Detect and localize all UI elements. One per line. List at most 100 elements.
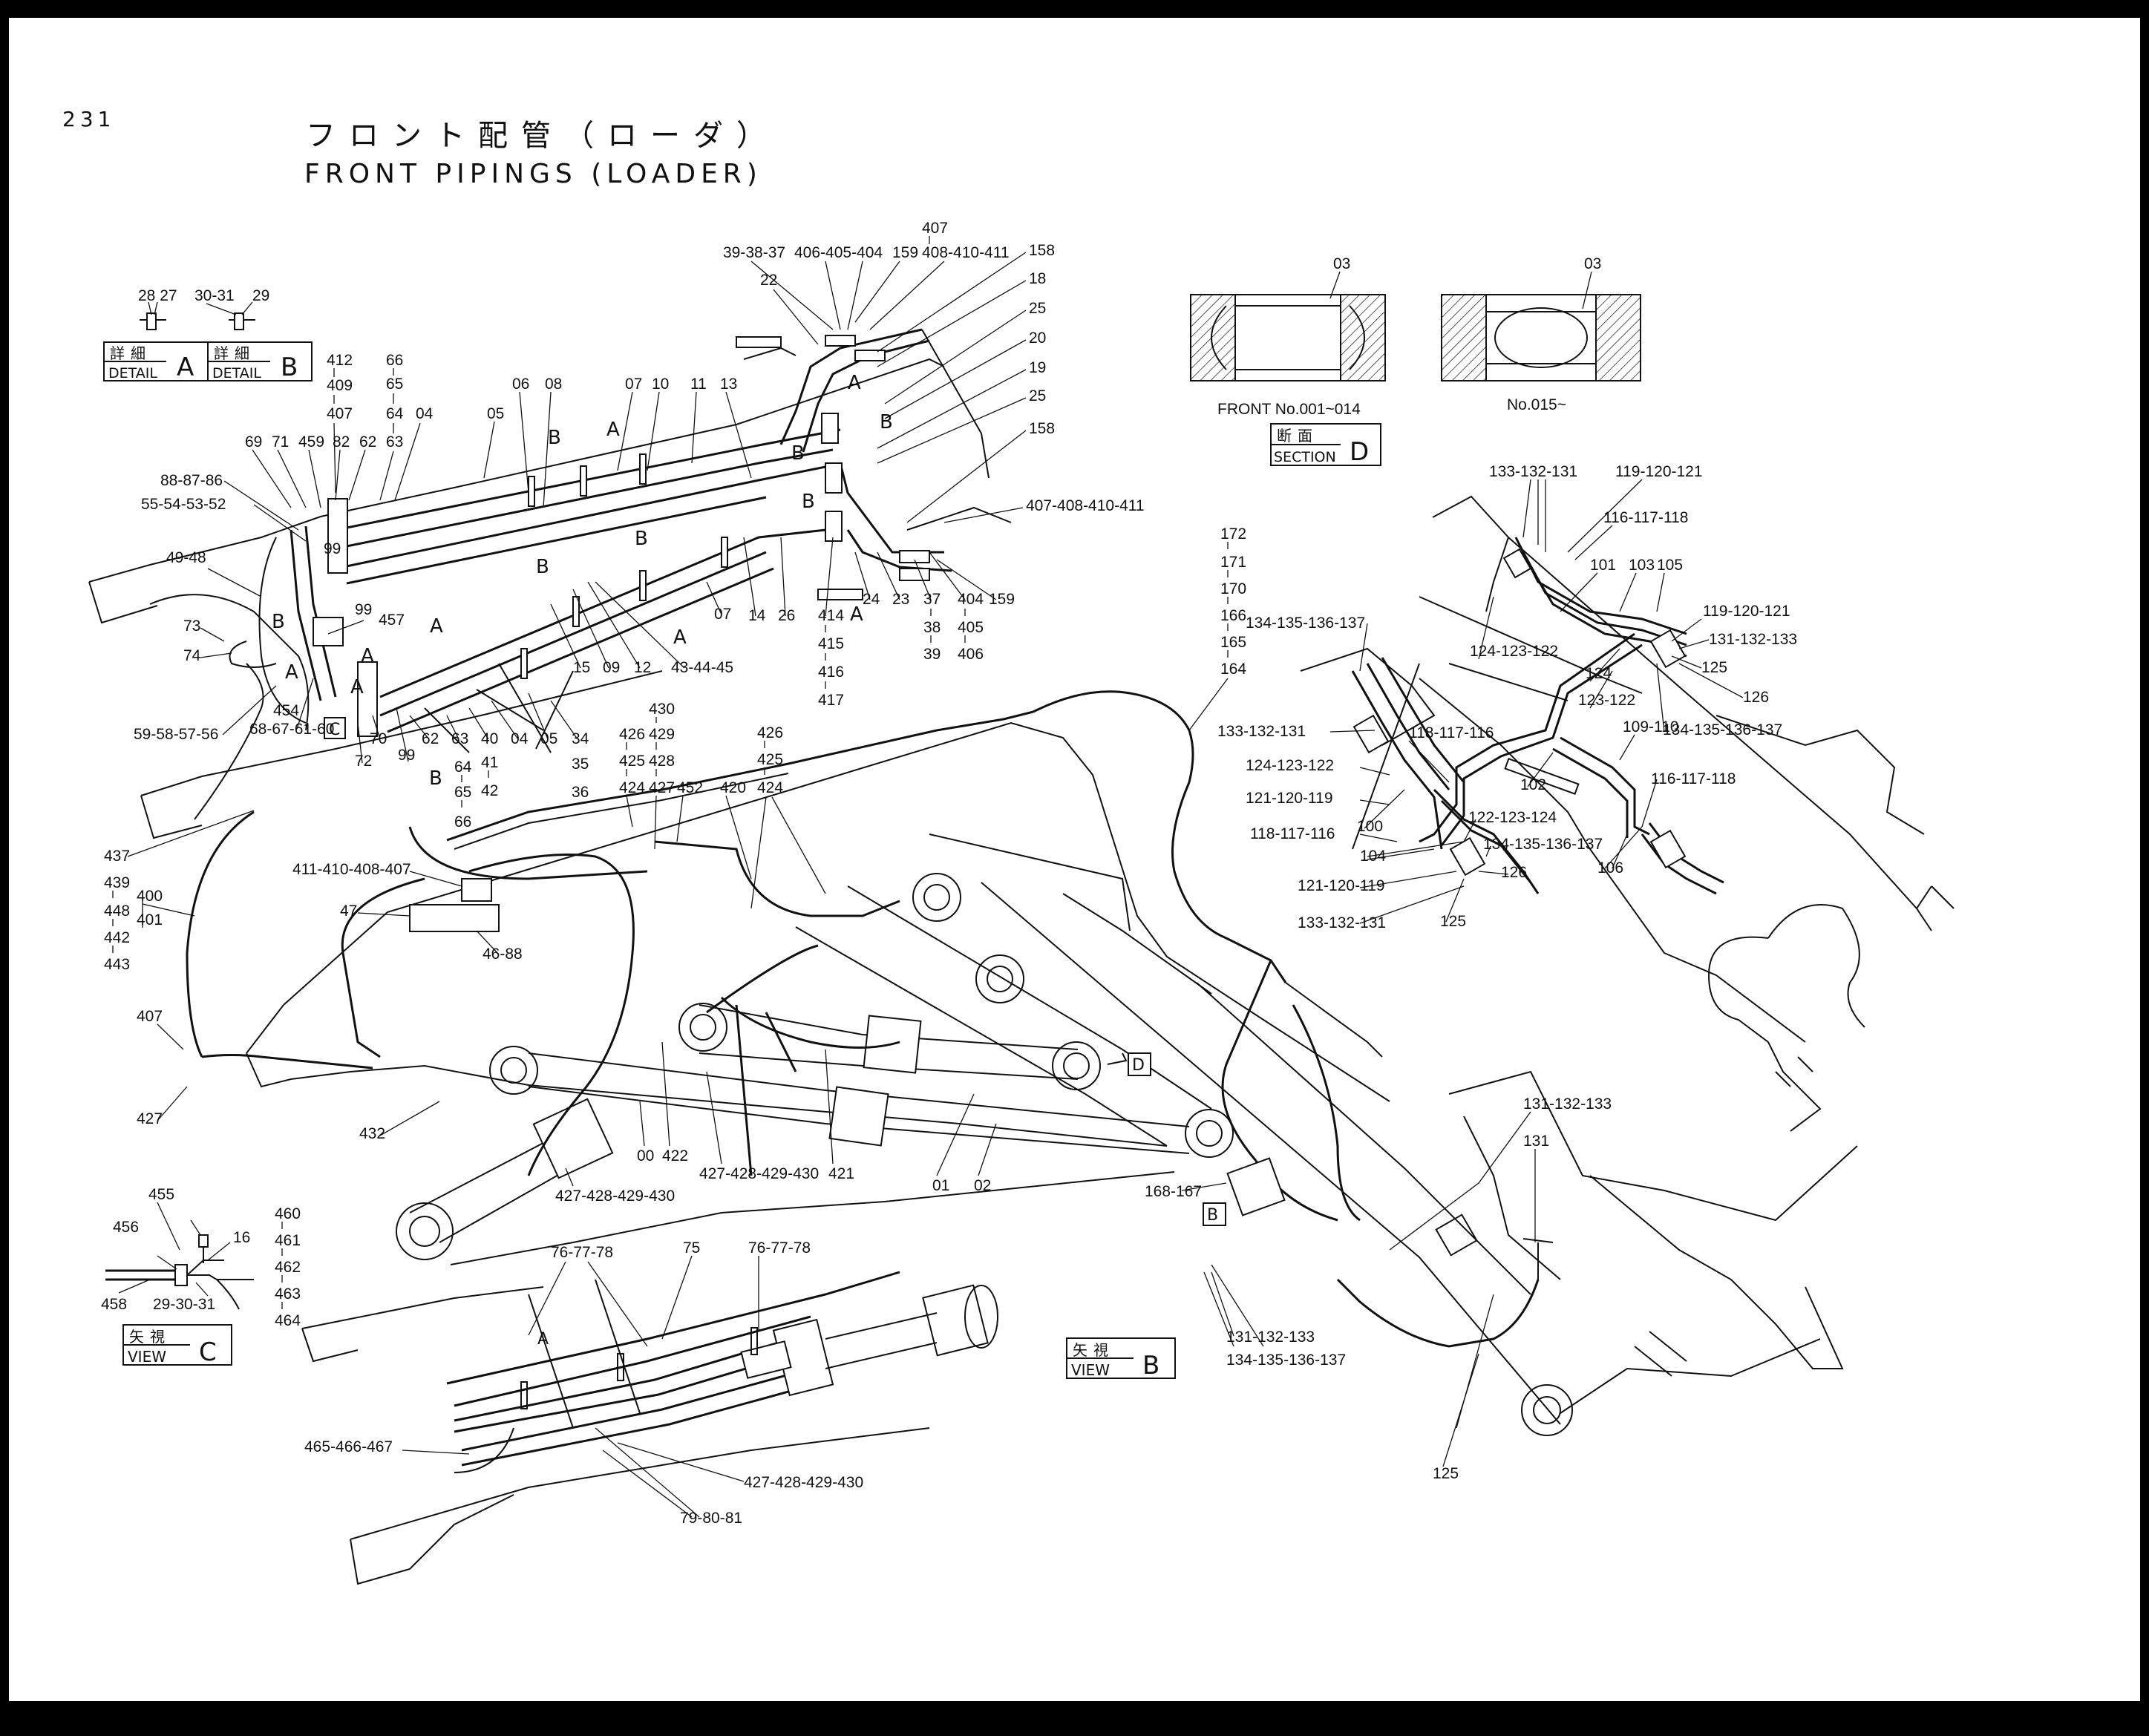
detail-a-letter: A xyxy=(177,353,194,382)
label-29-30-31: 29-30-31 xyxy=(153,1296,215,1313)
label-01: 01 xyxy=(932,1177,949,1194)
lower-arm-piping: A xyxy=(301,1171,1175,1585)
label-69: 69 xyxy=(245,433,262,451)
label-407c: 407 xyxy=(137,1008,163,1025)
detail-b-jp: 詳細 xyxy=(214,344,255,362)
label-37: 37 xyxy=(923,591,941,608)
label-448: 448 xyxy=(104,903,130,920)
label-02: 02 xyxy=(974,1177,991,1194)
label-47: 47 xyxy=(340,903,357,920)
label-126b: 126 xyxy=(1501,864,1527,881)
view-c-box: 矢視 VIEW C xyxy=(122,1324,232,1367)
caption-front-no: FRONT No.001~014 xyxy=(1217,401,1361,418)
label-400: 400 xyxy=(137,888,163,905)
label-131-132-133b: 131-132-133 xyxy=(1523,1095,1612,1113)
label-455: 455 xyxy=(148,1186,174,1203)
callout-a-1: A xyxy=(606,419,620,441)
label-74: 74 xyxy=(183,647,201,664)
view-b-jp: 矢視 xyxy=(1073,1341,1114,1359)
label-24: 24 xyxy=(863,591,880,608)
label-131-132-133c: 131-132-133 xyxy=(1709,631,1797,648)
label-25a: 25 xyxy=(1029,300,1046,317)
label-133-132-131c: 133-132-131 xyxy=(1298,914,1386,931)
label-11: 11 xyxy=(690,376,707,393)
label-41: 41 xyxy=(481,754,498,771)
title-english: FRONT PIPINGS (LOADER) xyxy=(304,159,762,189)
label-72: 72 xyxy=(355,753,372,770)
callout-d: D xyxy=(1132,1056,1145,1075)
label-425b: 425 xyxy=(757,751,783,768)
ref-03-front: 03 xyxy=(1333,255,1350,272)
section-d-box: 断面 SECTION D xyxy=(1270,423,1381,467)
label-429: 429 xyxy=(649,726,675,743)
label-414: 414 xyxy=(818,607,844,624)
label-109-110: 109-110 xyxy=(1623,718,1679,736)
label-125b: 125 xyxy=(1701,659,1727,676)
callout-a-3: A xyxy=(850,603,863,626)
label-426b: 426 xyxy=(757,724,783,741)
label-26: 26 xyxy=(778,607,795,624)
label-442: 442 xyxy=(104,929,130,946)
label-15: 15 xyxy=(573,659,590,676)
label-88-87-86: 88-87-86 xyxy=(160,472,223,489)
callout-b-8: B xyxy=(429,767,442,790)
label-427-428-429-430b: 427-428-429-430 xyxy=(555,1188,675,1205)
callout-b-6: B xyxy=(536,556,549,578)
callout-a-lower: A xyxy=(537,1330,549,1349)
piping-diagram: 231 フロント配管（ローダ） FRONT PIPINGS (LOADER) 詳… xyxy=(62,107,1955,1585)
label-64a: 64 xyxy=(386,405,404,422)
label-119-120-121b: 119-120-121 xyxy=(1703,603,1790,620)
label-100: 100 xyxy=(1357,818,1383,835)
label-35: 35 xyxy=(572,756,589,773)
label-40: 40 xyxy=(481,730,498,747)
callout-b-5: B xyxy=(635,528,648,550)
label-71: 71 xyxy=(272,433,289,451)
label-30-31: 30-31 xyxy=(194,287,235,304)
label-437: 437 xyxy=(104,848,130,865)
label-43-44-45: 43-44-45 xyxy=(671,659,733,676)
label-131-132-133a: 131-132-133 xyxy=(1226,1329,1315,1346)
label-125a: 125 xyxy=(1433,1465,1459,1482)
label-101: 101 xyxy=(1590,557,1616,574)
label-412: 412 xyxy=(327,352,353,369)
label-13: 13 xyxy=(720,376,737,393)
label-49-48: 49-48 xyxy=(166,549,206,566)
callout-a-7: A xyxy=(285,661,298,684)
label-463: 463 xyxy=(275,1285,301,1303)
label-65b: 65 xyxy=(454,784,471,801)
label-102: 102 xyxy=(1520,776,1546,793)
label-122-123-124: 122-123-124 xyxy=(1468,809,1557,826)
drawing-sheet: 231 フロント配管（ローダ） FRONT PIPINGS (LOADER) 詳… xyxy=(9,18,2140,1701)
label-42: 42 xyxy=(481,782,498,799)
label-443: 443 xyxy=(104,956,130,973)
label-29: 29 xyxy=(252,287,269,304)
label-68-67-61-60: 68-67-61-60 xyxy=(249,721,334,738)
label-118-117-116b: 118-117-116 xyxy=(1250,825,1335,842)
label-99b: 99 xyxy=(355,601,372,618)
callout-a-8: A xyxy=(350,676,364,698)
label-73: 73 xyxy=(183,618,200,635)
label-66b: 66 xyxy=(454,813,471,831)
callout-a-6: A xyxy=(361,645,374,667)
label-07b: 07 xyxy=(714,606,731,623)
label-134-135-136-137c: 134-135-136-137 xyxy=(1663,721,1782,738)
label-64b: 64 xyxy=(454,759,472,776)
label-425a: 425 xyxy=(619,753,645,770)
label-63b: 63 xyxy=(451,730,468,747)
label-459: 459 xyxy=(298,433,324,451)
label-407a: 407 xyxy=(327,405,353,422)
label-79-80-81: 79-80-81 xyxy=(680,1510,742,1527)
caption-no-015: No.015~ xyxy=(1507,396,1566,413)
label-62b: 62 xyxy=(422,730,439,747)
callout-b-4: B xyxy=(802,491,815,513)
label-106: 106 xyxy=(1597,859,1623,877)
label-411-410-408-407: 411-410-408-407 xyxy=(292,861,411,878)
label-07a: 07 xyxy=(625,376,642,393)
callout-a-4: A xyxy=(673,626,687,649)
view-c-jp: 矢視 xyxy=(129,1328,171,1346)
detail-boom-assembly: A B A B B B A B B A A B A A A B C xyxy=(88,328,1012,839)
callout-b-7: B xyxy=(272,611,285,633)
label-116-117-118a: 116-117-118 xyxy=(1603,509,1688,526)
label-116-117-118b: 116-117-118 xyxy=(1651,770,1736,787)
label-133-132-131b: 133-132-131 xyxy=(1217,723,1306,740)
